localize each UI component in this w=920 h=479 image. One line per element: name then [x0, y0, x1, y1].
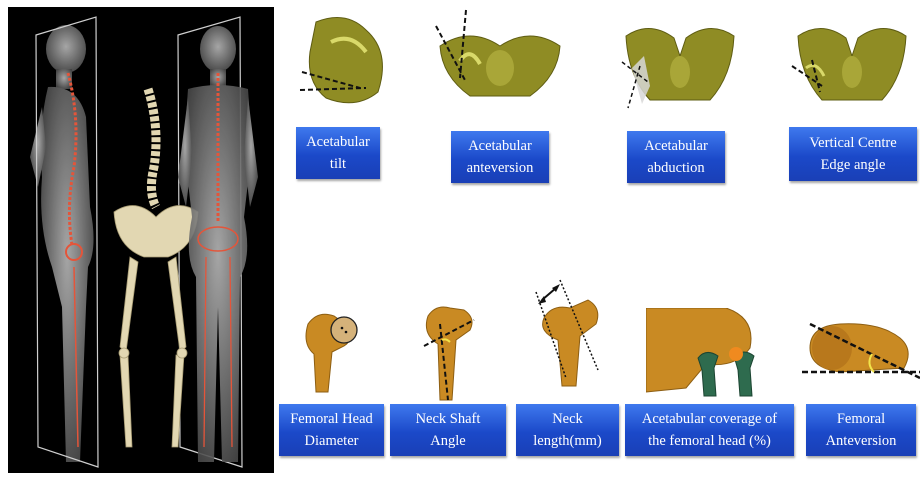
- xray-panel: [8, 7, 274, 473]
- label-femoral-head-diameter: Femoral Head Diameter: [279, 404, 384, 456]
- label-vertical-centre-edge-angle: Vertical Centre Edge angle: [789, 127, 917, 181]
- acetabular-coverage-image: [646, 308, 770, 398]
- label-neck-length: Neck length(mm): [516, 404, 619, 456]
- acetabular-anteversion-image: [430, 6, 570, 110]
- femoral-anteversion-image: [800, 318, 920, 382]
- label-acetabular-anteversion: Acetabular anteversion: [451, 131, 549, 183]
- frontal-body-xray: [178, 26, 258, 462]
- vertical-centre-edge-angle-image: [790, 16, 914, 112]
- label-acetabular-tilt: Acetabular tilt: [296, 127, 380, 179]
- xray-illustration: [8, 7, 274, 473]
- label-neck-shaft-angle: Neck Shaft Angle: [390, 404, 506, 456]
- neck-length-image: [530, 278, 606, 390]
- femoral-head-diameter-image: [298, 304, 362, 394]
- lateral-body-xray: [30, 25, 94, 462]
- acetabular-abduction-image: [620, 16, 740, 112]
- label-acetabular-coverage: Acetabular coverage of the femoral head …: [625, 404, 794, 456]
- acetabular-tilt-image: [296, 12, 392, 112]
- neck-shaft-angle-image: [420, 300, 480, 402]
- label-femoral-anteversion: Femoral Anteversion: [806, 404, 916, 456]
- label-acetabular-abduction: Acetabular abduction: [627, 131, 725, 183]
